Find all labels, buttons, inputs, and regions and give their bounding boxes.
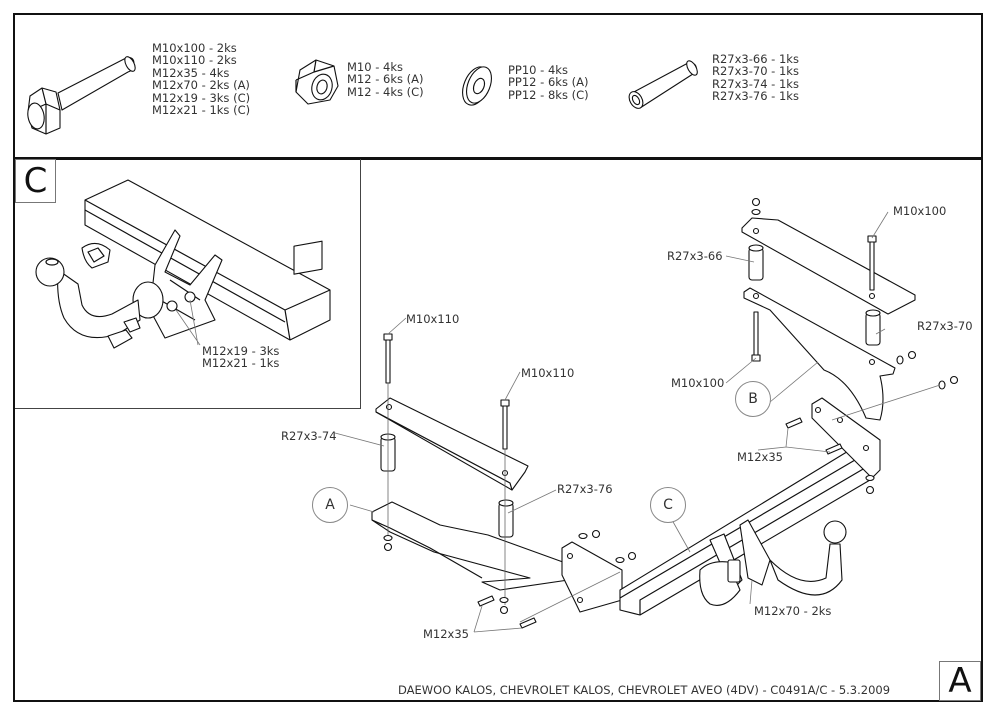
- parts-list-divider: [13, 157, 983, 160]
- callout-m12x35: M12x35: [423, 627, 469, 641]
- assembly-marker-c: C: [650, 487, 686, 523]
- callout-m12x35: M12x35: [737, 450, 783, 464]
- callout-r27x3-66: R27x3-66: [667, 249, 723, 263]
- leader-lines: [334, 211, 941, 633]
- assembly-marker-b: B: [735, 381, 771, 417]
- detail-view-c-frame: [15, 159, 361, 409]
- hex-bolt-icon: [27, 56, 136, 135]
- callout-m10x110: M10x110: [521, 366, 575, 380]
- bolt-item: M12x70 - 2ks (A): [152, 78, 250, 93]
- bracket-b: [741, 197, 959, 455]
- callout-r27x3-76: R27x3-76: [557, 482, 613, 496]
- callout-m10x110: M10x110: [406, 312, 460, 326]
- callout-m10x100: M10x100: [671, 376, 725, 390]
- nut-item: M12 - 6ks (A): [347, 72, 424, 87]
- nut-item: M12 - 4ks (C): [347, 84, 424, 99]
- callout-m12x70: M12x70 - 2ks: [754, 604, 832, 618]
- washers-list: PP10 - 4ks PP12 - 6ks (A) PP12 - 8ks (C): [508, 63, 589, 102]
- bracket-a: [371, 333, 586, 629]
- bolt-item: M12x19 - 3ks (C): [152, 90, 251, 105]
- tube-spacer-icon: [628, 60, 698, 109]
- crossbar-c: [561, 397, 881, 616]
- tubes-list: R27x3-66 - 1ks R27x3-70 - 1ks R27x3-74 -…: [712, 53, 799, 103]
- title-block-text: DAEWOO KALOS, CHEVROLET KALOS, CHEVROLET…: [398, 683, 891, 697]
- callout-m10x100: M10x100: [893, 204, 947, 218]
- detail-label: M12x19 - 3ks: [202, 344, 280, 358]
- bolt-item: M10x110 - 2ks: [152, 53, 237, 68]
- nut-item: M10 - 4ks: [347, 60, 403, 74]
- detail-c-towbar-assembly: [35, 179, 331, 349]
- tube-item: R27x3-76 - 1ks: [712, 89, 799, 104]
- hex-nut-icon: [295, 59, 339, 105]
- tube-item: R27x3-70 - 1ks: [712, 64, 799, 79]
- bolt-item: M10x100 - 2ks: [152, 41, 237, 55]
- detail-label: M12x21 - 1ks: [202, 356, 280, 371]
- sheet-letter: A: [939, 661, 981, 701]
- washer-item: PP12 - 8ks (C): [508, 87, 589, 102]
- drawing-frame: [13, 13, 983, 702]
- tube-item: R27x3-66 - 1ks: [712, 52, 799, 66]
- washer-item: PP12 - 6ks (A): [508, 75, 589, 90]
- bolt-item: M12x21 - 1ks (C): [152, 102, 251, 117]
- detail-view-labels: M12x19 - 3ks M12x21 - 1ks: [202, 345, 279, 370]
- bolt-item: M12x35 - 4ks: [152, 65, 230, 80]
- detail-view-letter: C: [15, 159, 56, 203]
- assembly-marker-a: A: [312, 487, 348, 523]
- washer-icon: [462, 66, 492, 106]
- nuts-list: M10 - 4ks M12 - 6ks (A) M12 - 4ks (C): [347, 60, 424, 99]
- bolts-list: M10x100 - 2ks M10x110 - 2ks M12x35 - 4ks…: [152, 41, 251, 117]
- tube-item: R27x3-74 - 1ks: [712, 76, 799, 91]
- washer-item: PP10 - 4ks: [508, 63, 568, 77]
- callout-r27x3-70: R27x3-70: [917, 319, 973, 333]
- callout-r27x3-74: R27x3-74: [281, 429, 337, 443]
